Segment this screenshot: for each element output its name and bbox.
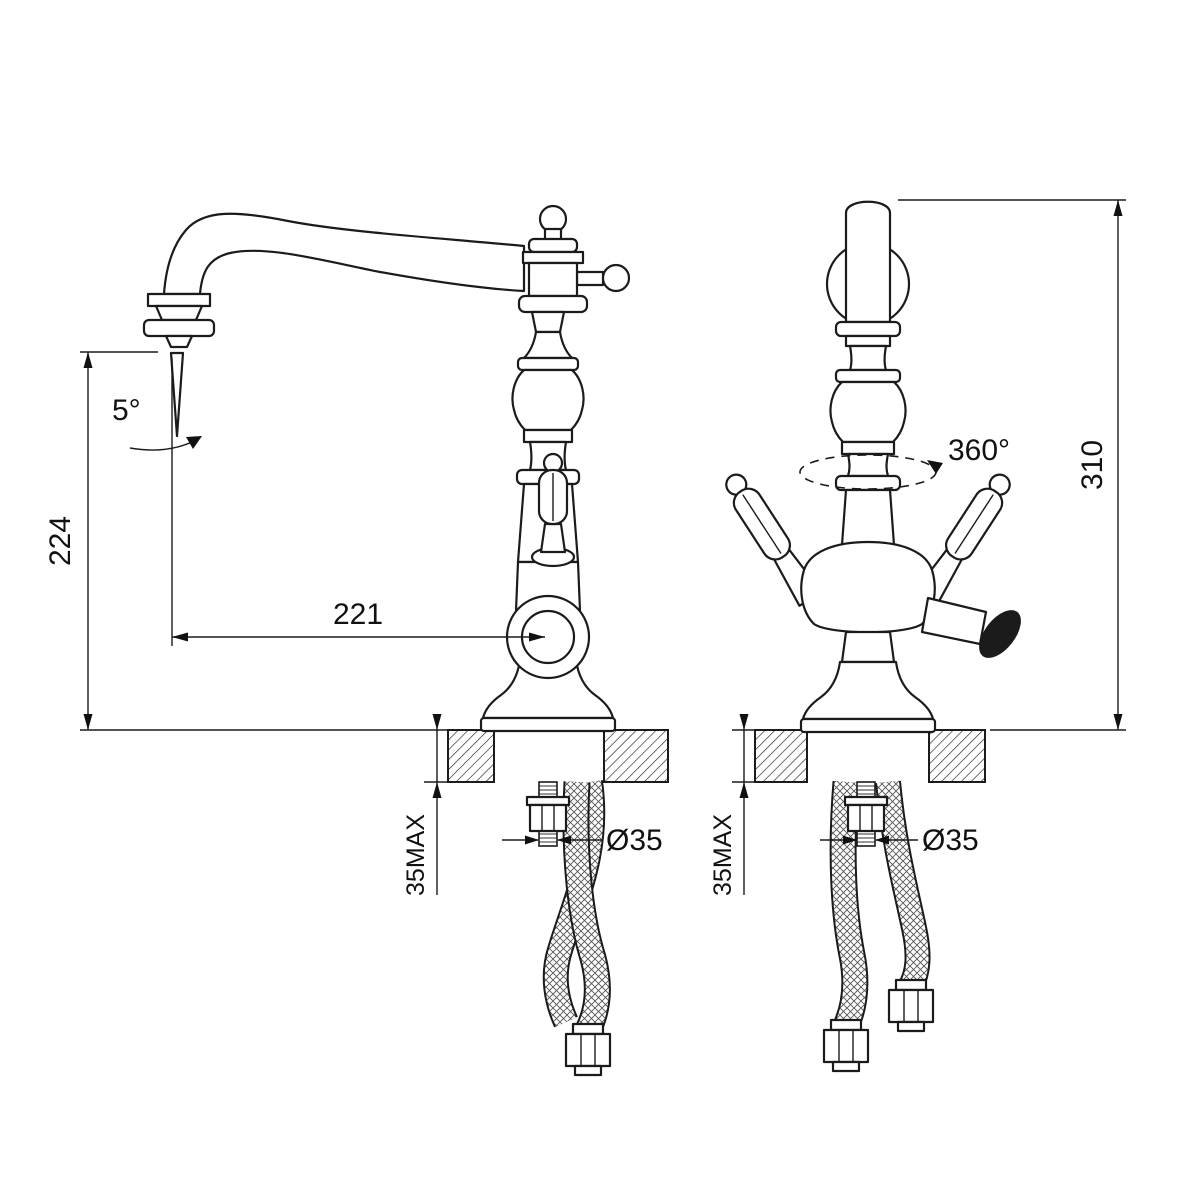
reach-label: 221 [333,598,383,631]
lever-ball [601,263,631,293]
water-stream [169,351,185,438]
angle-label: 5° [112,394,141,427]
right-view-faucet: 360° [725,200,1021,1073]
height-label-right: 310 [1076,440,1109,490]
left-supply-hoses [542,780,612,1077]
dim-swivel-360: 360° [799,434,1010,490]
dim-35max-left: 35MAX [402,714,450,896]
dim-height-310: 310 [898,199,1126,731]
dim-hole-left: Ø35 [502,824,663,857]
dim-reach-221: 221 [171,358,545,646]
mount-max-label-right: 35MAX [709,814,737,896]
height-label-left: 224 [44,516,77,566]
left-view-faucet [142,204,669,1077]
left-riser [517,204,631,314]
right-view-left-lever [725,473,823,607]
hole-label-right: Ø35 [922,824,979,857]
side-outlet [920,596,1021,658]
right-body [829,344,907,547]
hose-end-fitting [887,978,935,1033]
right-countertop [754,729,986,783]
left-countertop [447,729,669,783]
left-mounting-rod [525,781,571,847]
left-escutcheon [505,594,591,680]
left-front-handle [530,452,576,568]
dim-height-224: 224 [44,351,448,731]
hose-end-fitting [564,1022,612,1077]
dim-35max-right: 35MAX [709,714,757,896]
dim-angle-5: 5° [112,394,202,451]
swivel-label: 360° [948,434,1010,467]
right-mounting-rod [843,781,889,847]
left-spout [142,212,526,438]
mount-max-label-left: 35MAX [402,814,430,896]
dim-hole-right: Ø35 [820,824,979,857]
right-supply-hoses [822,780,935,1073]
right-spout-top [825,200,911,348]
hose-end-fitting [822,1018,870,1073]
right-handle-hub [800,540,936,634]
hole-label-left: Ø35 [606,824,663,857]
right-base [799,630,937,734]
